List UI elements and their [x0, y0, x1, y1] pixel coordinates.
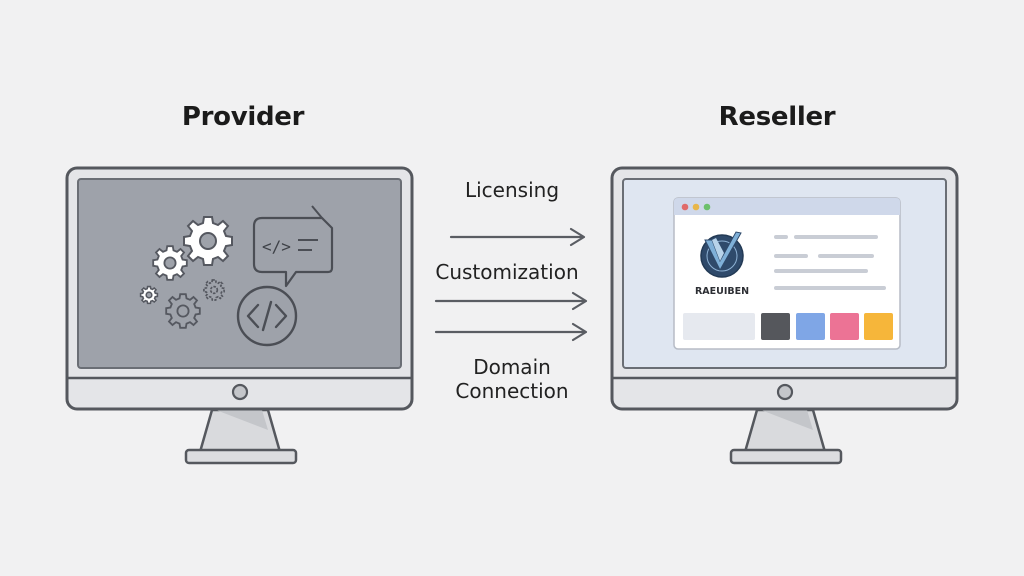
swatch-pink — [830, 313, 859, 340]
swatch-yellow — [864, 313, 893, 340]
code-bubble-icon: </> — [252, 205, 334, 288]
window-maximize-dot — [703, 203, 711, 211]
reseller-monitor: RAEUIBEN — [610, 166, 959, 465]
flow-arrows — [434, 227, 588, 342]
provider-title: Provider — [181, 102, 305, 132]
provider-power-button — [231, 383, 249, 401]
flow-label-customization: Customization — [435, 260, 579, 284]
reseller-base — [729, 448, 843, 465]
provider-screen — [77, 178, 402, 369]
swatch-dark — [761, 313, 790, 340]
window-close-dot — [681, 203, 689, 211]
brand-text: RAEUIBEN — [695, 286, 749, 297]
gear-icon — [165, 293, 201, 329]
svg-text:</>: </> — [262, 237, 291, 256]
provider-base — [184, 448, 298, 465]
code-circle-icon — [236, 285, 298, 347]
gear-icon — [152, 245, 188, 281]
gear-icon — [183, 216, 233, 266]
browser-window: RAEUIBEN — [673, 197, 901, 350]
arrow-licensing — [449, 227, 586, 247]
window-minimize-dot — [692, 203, 700, 211]
reseller-power-button — [776, 383, 794, 401]
provider-monitor: </> — [65, 166, 414, 465]
flow-label-domain-line1: Domain — [473, 355, 551, 379]
flow-label-domain-connection: Domain Connection — [436, 355, 588, 403]
brand-logo-icon — [700, 231, 744, 278]
color-swatches — [683, 313, 893, 340]
gear-icon — [203, 279, 225, 301]
arrow-customization — [434, 291, 588, 311]
flow-label-licensing: Licensing — [464, 178, 560, 202]
arrow-domain-connection — [434, 322, 588, 342]
swatch-blue — [796, 313, 825, 340]
flow-label-domain-line2: Connection — [455, 379, 569, 403]
content-lines — [774, 235, 886, 290]
reseller-title: Reseller — [718, 102, 836, 132]
gear-icon — [139, 285, 159, 305]
swatch-light — [683, 313, 755, 340]
